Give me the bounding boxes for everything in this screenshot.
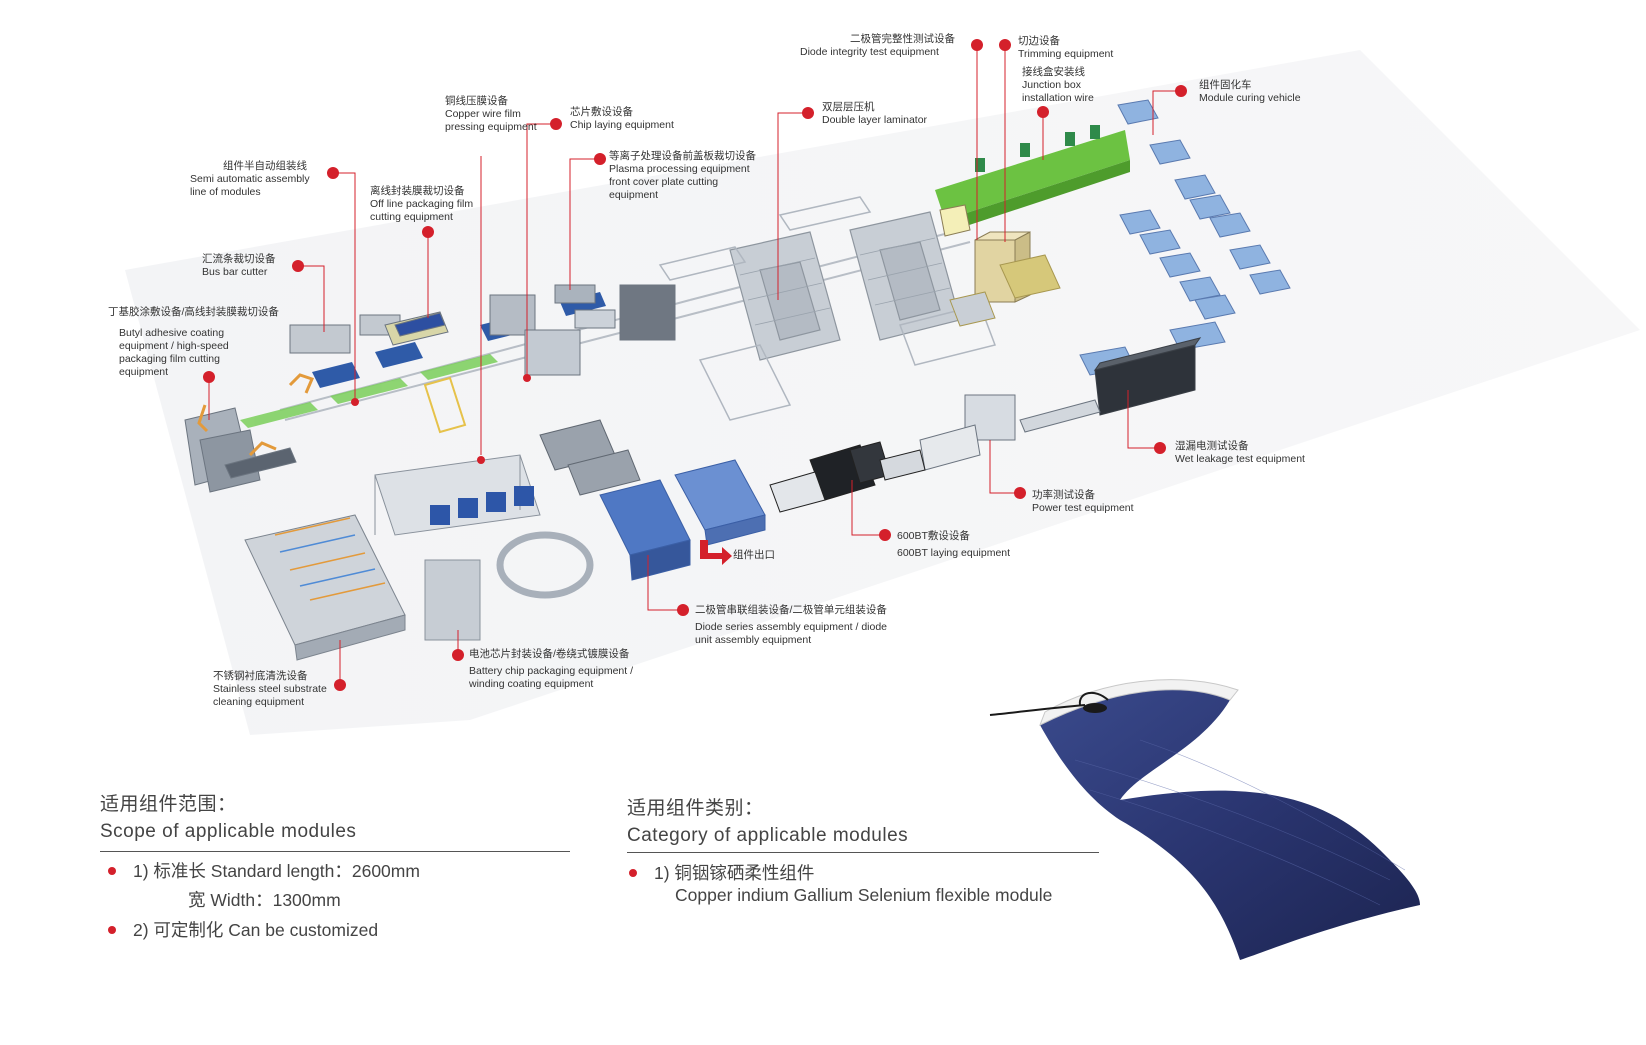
callout-en: Diode integrity test equipment xyxy=(800,46,939,58)
scope-bullet-1 xyxy=(108,867,116,875)
callout-junction-box: 接线盒安装线 Junction box installation wire xyxy=(1022,66,1127,105)
callout-power-test: 功率测试设备 Power test equipment xyxy=(1032,489,1134,515)
callout-zh: 离线封装膜裁切设备 xyxy=(370,185,465,197)
scope-title-en: Scope of applicable modules xyxy=(100,821,357,842)
wet-leakage-tester xyxy=(1093,337,1202,416)
power-tester xyxy=(919,394,1101,471)
green-belt xyxy=(240,354,498,428)
callout-en: Battery chip packaging equipment / windi… xyxy=(469,665,634,690)
callout-chip-laying: 芯片敷设设备 Chip laying equipment xyxy=(570,106,674,132)
callout-zh: 组件固化车 xyxy=(1199,79,1252,91)
callout-battery-chip: 电池芯片封装设备/卷绕式镀膜设备 Battery chip packaging … xyxy=(469,648,634,691)
scope-divider xyxy=(100,851,570,852)
callout-diode-series: 二极管串联组装设备/二极管单元组装设备 Diode series assembl… xyxy=(695,604,895,647)
callout-plasma: 等离子处理设备前盖板裁切设备 Plasma processing equipme… xyxy=(609,150,759,202)
callout-en: Plasma processing equipment front cover … xyxy=(609,163,750,201)
film-cutting-cabinets xyxy=(539,419,641,496)
battery-blue-units xyxy=(430,486,534,525)
roller-conveyors xyxy=(658,196,996,421)
callout-laminator: 双层层压机 Double layer laminator xyxy=(822,101,927,127)
leader-dots xyxy=(203,39,1187,691)
category-bullet-1 xyxy=(629,869,637,877)
callout-zh: 电池芯片封装设备/卷绕式镀膜设备 xyxy=(469,648,630,660)
junction-line xyxy=(935,125,1130,232)
callout-zh: 600BT敷设设备 xyxy=(897,530,970,542)
category-title-zh: 适用组件类别： xyxy=(627,798,764,819)
callout-en: Chip laying equipment xyxy=(570,119,674,131)
callout-en: Trimming equipment xyxy=(1018,48,1114,60)
callout-en: Wet leakage test equipment xyxy=(1175,453,1305,465)
category-item-1-en: Copper indium Gallium Selenium flexible … xyxy=(675,885,1053,905)
diode-assembly xyxy=(599,459,766,581)
left-cell xyxy=(184,311,449,493)
callout-en: Junction box installation wire xyxy=(1022,79,1094,104)
category-divider xyxy=(627,852,1099,853)
callout-wet-leakage: 湿漏电测试设备 Wet leakage test equipment xyxy=(1175,440,1305,466)
callout-en: 600BT laying equipment xyxy=(897,547,1011,559)
callout-en: Stainless steel substrate cleaning equip… xyxy=(213,683,327,708)
callout-diode-integrity: 二极管完整性测试设备 Diode integrity test equipmen… xyxy=(800,33,955,59)
callout-zh: 芯片敷设设备 xyxy=(570,106,633,118)
flexible-module-image xyxy=(989,679,1420,960)
scope-item-1-line1: 1) 标准长 Standard length：2600mm xyxy=(133,861,420,881)
callout-butyl: 丁基胶涂敷设备/高线封装膜裁切设备 Butyl adhesive coating… xyxy=(108,306,283,379)
callout-zh: 切边设备 xyxy=(1018,35,1060,47)
callout-stainless: 不锈钢衬底清洗设备 Stainless steel substrate clea… xyxy=(213,670,345,709)
callout-curing-vehicle: 组件固化车 Module curing vehicle xyxy=(1199,79,1301,105)
callout-zh: 二极管完整性测试设备 xyxy=(850,33,955,45)
callout-offline-film: 离线封装膜裁切设备 Off line packaging film cuttin… xyxy=(370,185,488,224)
battery-packaging xyxy=(374,454,594,641)
bt-laying xyxy=(769,441,926,513)
callout-zh: 不锈钢衬底清洗设备 xyxy=(213,670,308,682)
callout-en: Module curing vehicle xyxy=(1199,92,1301,104)
floor-plate xyxy=(125,50,1640,735)
right-rollers xyxy=(949,254,1061,327)
substrate-cleaning xyxy=(244,514,406,661)
robot-arms xyxy=(197,373,315,457)
callout-en: Butyl adhesive coating equipment / high-… xyxy=(119,327,229,378)
callout-zh: 铜线压膜设备 xyxy=(445,95,508,107)
callout-zh: 二极管串联组装设备/二极管单元组装设备 xyxy=(695,604,887,616)
callout-zh: 等离子处理设备前盖板裁切设备 xyxy=(609,150,756,162)
scope-item-1-line2: 宽 Width：1300mm xyxy=(188,890,341,910)
callout-copper-wire: 铜线压膜设备 Copper wire film pressing equipme… xyxy=(445,95,540,134)
callout-zh: 接线盒安装线 xyxy=(1022,66,1085,78)
category-title: 适用组件类别： Category of applicable modules xyxy=(627,796,908,850)
scope-bullet-2 xyxy=(108,926,116,934)
callout-zh: 组件半自动组装线 xyxy=(223,160,307,172)
callout-600bt: 600BT敷设设备 600BT laying equipment xyxy=(897,530,1010,560)
callout-bus-bar: 汇流条裁切设备 Bus bar cutter xyxy=(202,253,276,279)
exit-arrow xyxy=(700,540,732,565)
yellow-rack xyxy=(423,376,467,434)
scope-title-zh: 适用组件范围： xyxy=(100,794,237,815)
callout-zh: 组件出口 xyxy=(733,549,775,561)
laminator-blocks xyxy=(729,211,961,361)
callout-zh: 丁基胶涂敷设备/高线封装膜裁切设备 xyxy=(108,306,279,318)
category-item-1-zh: 1) 铜铟镓硒柔性组件 xyxy=(654,863,815,883)
callout-en: Diode series assembly equipment / diode … xyxy=(695,621,888,646)
callout-zh: 湿漏电测试设备 xyxy=(1175,440,1249,452)
callout-module-exit: 组件出口 xyxy=(733,549,775,562)
callout-semi-auto-line: 组件半自动组装线 Semi automatic assembly line of… xyxy=(190,160,325,199)
callout-en: Bus bar cutter xyxy=(202,266,268,278)
leader-lines xyxy=(208,45,1181,685)
scope-title: 适用组件范围： Scope of applicable modules xyxy=(100,792,356,846)
callout-en: Off line packaging film cutting equipmen… xyxy=(370,198,474,223)
top-strip xyxy=(1480,0,1646,20)
category-title-en: Category of applicable modules xyxy=(627,825,909,846)
callout-zh: 汇流条裁切设备 xyxy=(202,253,276,265)
callout-zh: 双层层压机 xyxy=(822,101,875,113)
scope-item-2: 2) 可定制化 Can be customized xyxy=(133,920,379,940)
curing-vehicle-panels xyxy=(1079,99,1291,376)
callout-en: Semi automatic assembly line of modules xyxy=(190,173,310,198)
callout-en: Copper wire film pressing equipment xyxy=(445,108,537,133)
callout-en: Power test equipment xyxy=(1032,502,1134,514)
callout-trimming: 切边设备 Trimming equipment xyxy=(1018,35,1113,61)
callout-en: Double layer laminator xyxy=(822,114,928,126)
callout-zh: 功率测试设备 xyxy=(1032,489,1095,501)
